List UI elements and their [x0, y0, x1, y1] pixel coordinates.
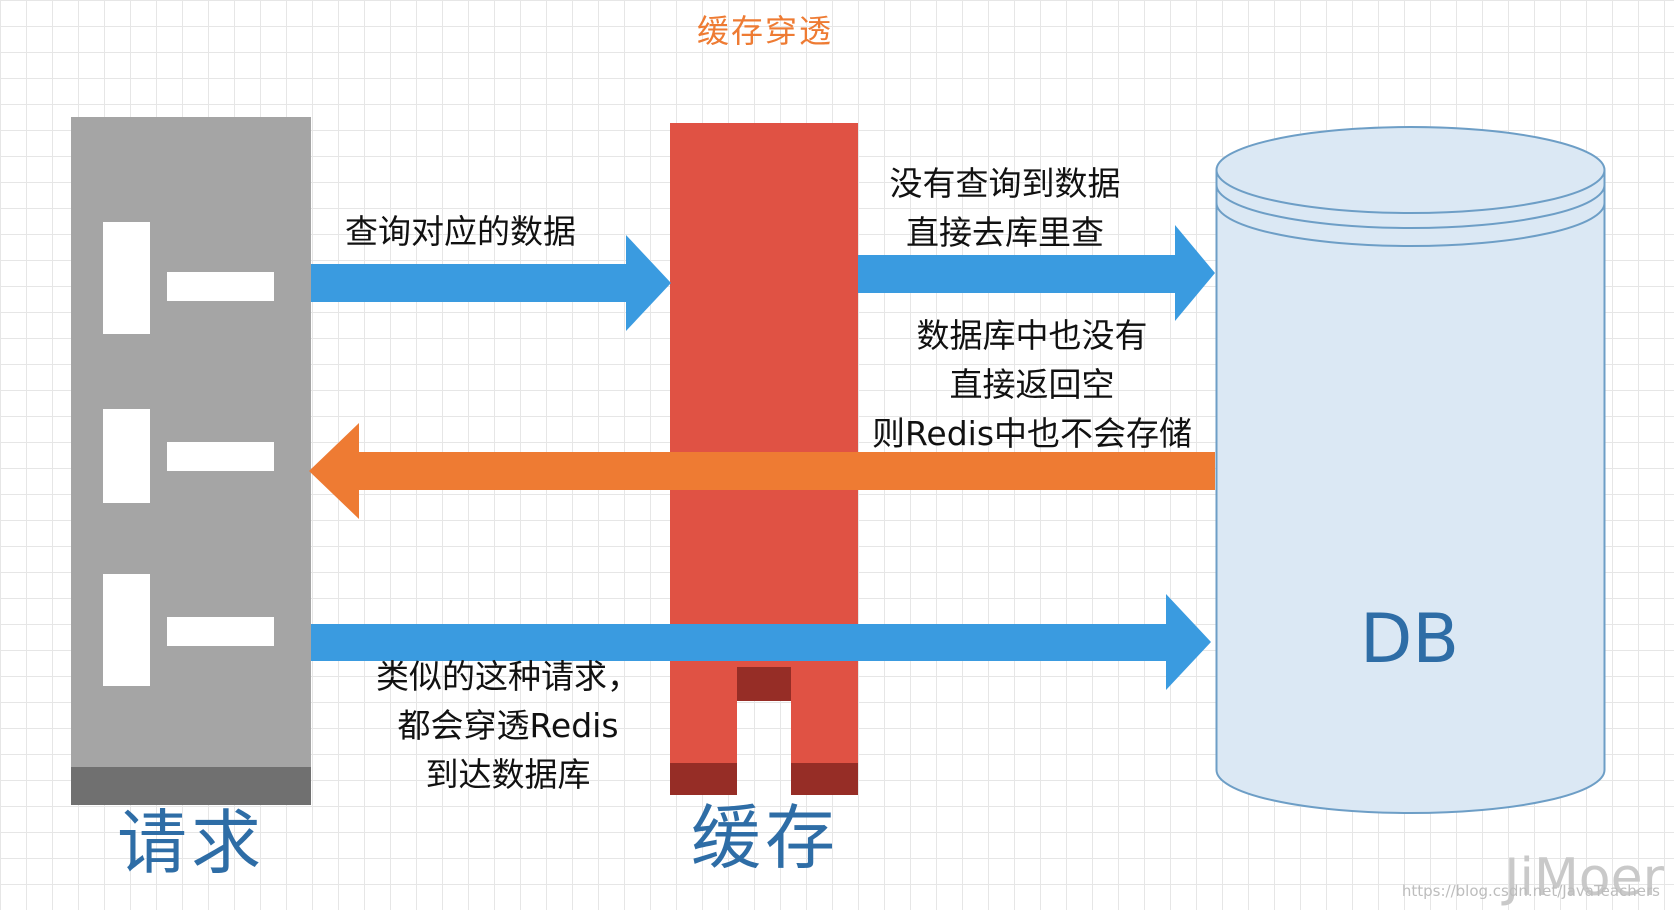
arrow-db-return-empty	[309, 423, 1215, 519]
request-base	[71, 767, 311, 805]
annotation-query: 查询对应的数据	[345, 212, 576, 251]
annotation-penetrate-line-1: 类似的这种请求，	[376, 657, 640, 696]
request-slot-3	[103, 574, 150, 686]
cache-foot-left	[670, 763, 737, 795]
annotation-not-found: 没有查询到数据 直接去库里查	[880, 160, 1130, 258]
db-cylinder	[1215, 126, 1606, 814]
request-slot-bar-1	[167, 272, 274, 301]
annotation-not-found-line-1: 没有查询到数据	[889, 164, 1121, 203]
cache-body	[670, 123, 858, 667]
annotation-penetrate: 类似的这种请求， 都会穿透Redis 到达数据库	[368, 653, 648, 799]
request-slot-2	[103, 409, 150, 503]
request-slot-bar-3	[167, 617, 274, 646]
arrow-query-to-cache	[311, 235, 671, 331]
annotation-db-empty-line-2: 直接返回空	[949, 364, 1115, 404]
annotation-penetrate-line-3: 到达数据库	[425, 754, 591, 794]
annotation-not-found-line-2: 直接去库里查	[906, 212, 1104, 252]
request-block	[71, 117, 311, 805]
annotation-db-empty: 数据库中也没有 直接返回空 则Redis中也不会存储	[857, 312, 1207, 458]
annotation-db-empty-line-3: 则Redis中也不会存储	[871, 413, 1193, 453]
watermark-url: https://blog.csdn.net/JavaTeachers	[1401, 882, 1660, 900]
cache-label: 缓存	[691, 797, 839, 879]
request-slot-1	[103, 222, 150, 334]
arrow-cache-to-db	[858, 225, 1215, 321]
diagram-title: 缓存穿透	[696, 12, 833, 50]
cache-notch	[737, 667, 791, 701]
cache-block	[670, 123, 858, 795]
arrow-penetrate-to-db	[311, 594, 1211, 690]
db-label: DB	[1360, 600, 1460, 679]
annotation-penetrate-line-2: 都会穿透Redis	[397, 705, 619, 745]
request-label: 请求	[117, 802, 265, 884]
request-slot-bar-2	[167, 442, 274, 471]
cache-foot-right	[791, 763, 858, 795]
watermark-brand: JiMoer	[1504, 848, 1664, 908]
annotation-db-empty-line-1: 数据库中也没有	[916, 316, 1148, 355]
